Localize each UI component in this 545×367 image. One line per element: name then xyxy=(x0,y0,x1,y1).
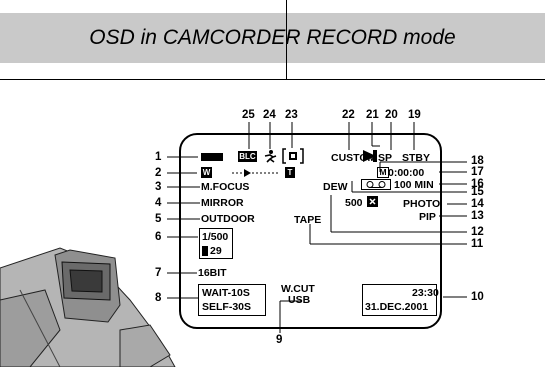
callout-9: 9 xyxy=(276,334,283,346)
callout-15: 15 xyxy=(471,186,484,198)
callout-23: 23 xyxy=(285,109,298,121)
shutter-speed: 1/500 xyxy=(202,231,229,243)
tape-remaining: 100 MIN xyxy=(394,179,434,191)
callout-25: 25 xyxy=(242,109,255,121)
callout-6: 6 xyxy=(155,231,162,243)
callout-10: 10 xyxy=(471,291,484,303)
zoom-x-icon xyxy=(367,196,378,207)
date-display: 31.DEC.2001 xyxy=(365,301,429,313)
self-timer: SELF-30S xyxy=(202,301,252,313)
sp-label: SP xyxy=(378,152,393,164)
battery-icon xyxy=(201,153,223,161)
zoom-w-indicator: W xyxy=(201,167,212,178)
callout-3: 3 xyxy=(155,181,162,193)
pip-label: PIP xyxy=(419,211,436,223)
callout-22: 22 xyxy=(342,109,355,121)
timer-box xyxy=(198,284,266,316)
callout-12: 12 xyxy=(471,226,484,238)
wait-timer: WAIT-10S xyxy=(202,287,250,299)
callout-14: 14 xyxy=(471,198,484,210)
time-display: 23:30 xyxy=(412,287,439,299)
shutter-iris-box xyxy=(199,228,233,259)
cassette-icon xyxy=(361,179,391,190)
tape-warning: TAPE xyxy=(294,214,322,226)
callout-5: 5 xyxy=(155,213,162,225)
callout-21: 21 xyxy=(366,109,379,121)
tape-counter: 0:00:00 xyxy=(388,167,425,179)
iris-value: 29 xyxy=(210,245,222,257)
callout-24: 24 xyxy=(263,109,276,121)
callout-17: 17 xyxy=(471,166,484,178)
zoom-t-indicator: T xyxy=(285,167,295,178)
illustration-frame xyxy=(0,79,545,367)
callout-18: 18 xyxy=(471,155,484,167)
callout-4: 4 xyxy=(155,197,162,209)
title-banner xyxy=(0,13,545,63)
mirror-label: MIRROR xyxy=(201,197,244,209)
dew-warning: DEW xyxy=(323,181,348,193)
callout-7: 7 xyxy=(155,267,162,279)
m-indicator: M xyxy=(377,167,389,178)
blc-indicator: BLC xyxy=(238,151,257,162)
outdoor-label: OUTDOOR xyxy=(201,213,255,225)
callout-11: 11 xyxy=(471,238,484,250)
m-focus-label: M.FOCUS xyxy=(201,181,250,193)
osd-screen xyxy=(179,133,442,329)
callout-8: 8 xyxy=(155,292,162,304)
dis-icon xyxy=(282,148,304,164)
callout-1: 1 xyxy=(155,151,162,163)
stby-label: STBY xyxy=(402,152,431,164)
page-title: OSD in CAMCORDER RECORD mode xyxy=(89,26,456,49)
callout-13: 13 xyxy=(471,210,484,222)
tape-drive-icon xyxy=(363,150,377,162)
bit-label: 16BIT xyxy=(198,267,227,279)
callout-19: 19 xyxy=(408,109,421,121)
iris-icon xyxy=(202,246,208,256)
callout-2: 2 xyxy=(155,167,162,179)
callout-16: 16 xyxy=(471,178,484,190)
divider-line xyxy=(286,0,287,80)
usb-label: USB xyxy=(288,294,311,306)
callout-20: 20 xyxy=(385,109,398,121)
program-ae-icon xyxy=(264,150,277,163)
date-time-box xyxy=(362,284,437,316)
zoom-value: 500 xyxy=(345,197,363,209)
wcut-label: W.CUT xyxy=(281,283,315,295)
photo-label: PHOTO xyxy=(403,198,441,210)
